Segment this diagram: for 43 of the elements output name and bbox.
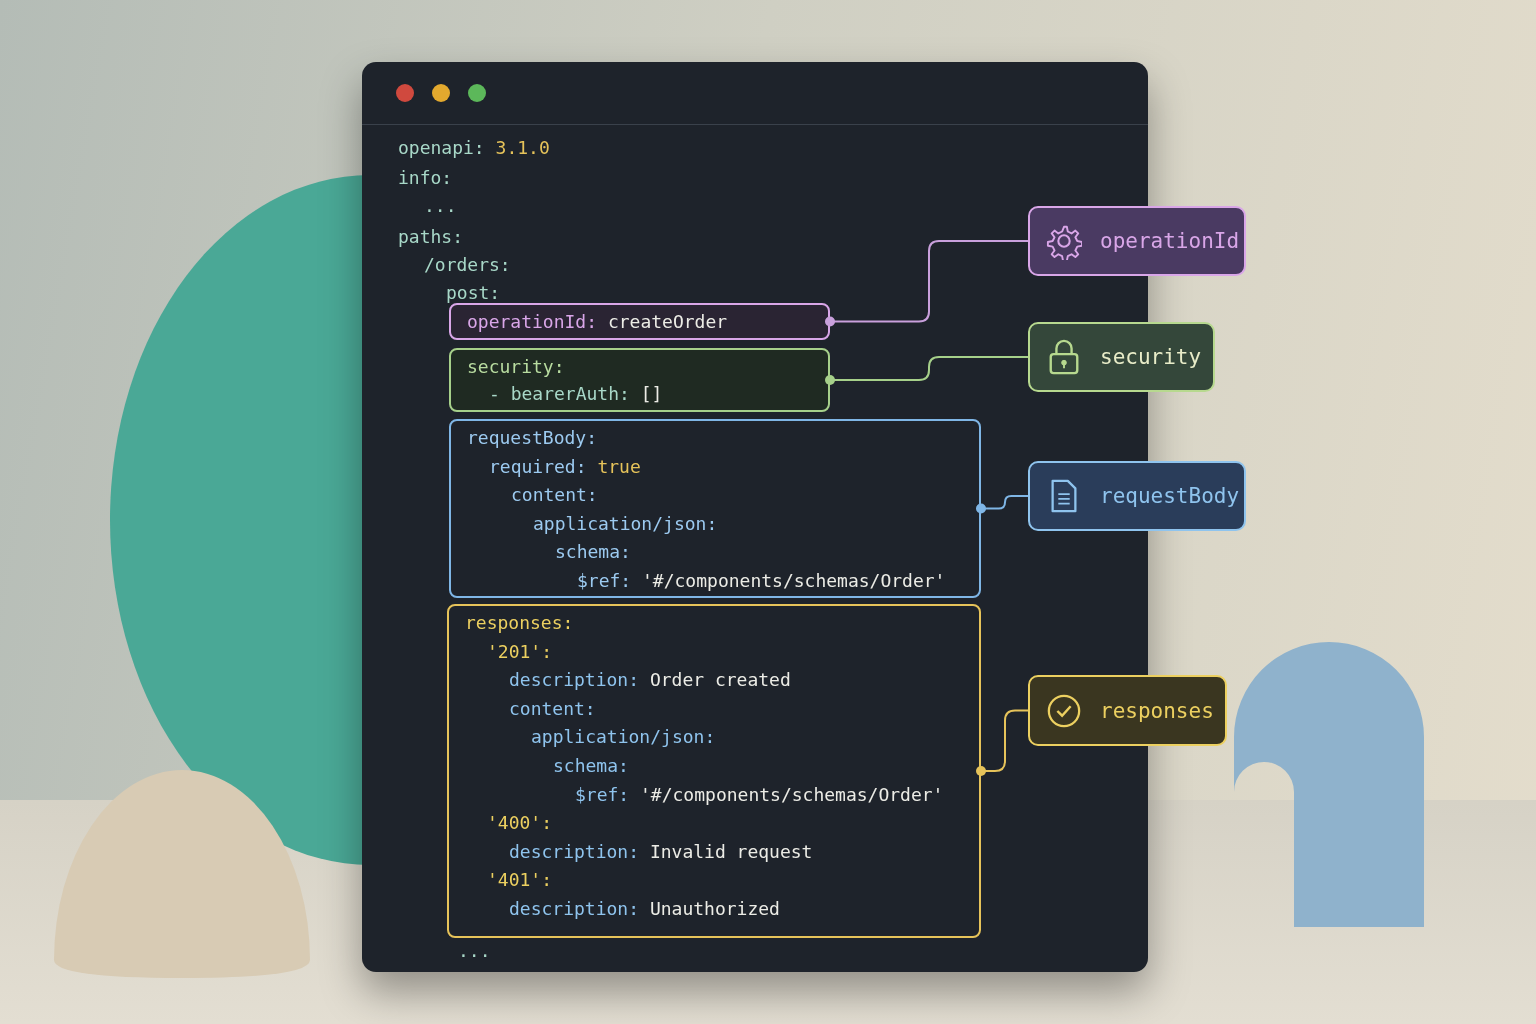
callout-box — [1028, 322, 1215, 392]
code-line: /orders: — [424, 253, 511, 277]
code-line: application/json: — [533, 511, 718, 536]
code-line: operationId: createOrder — [467, 310, 728, 334]
code-line: schema: — [553, 754, 629, 778]
code-line: '400': — [487, 811, 553, 836]
callout-label: security — [1100, 345, 1202, 369]
code-line: '401': — [487, 868, 553, 893]
code-line: description: Unauthorized — [509, 897, 780, 921]
leader-line — [825, 356, 1029, 385]
callout-label: responses — [1100, 698, 1214, 723]
code-line: ... — [424, 194, 457, 218]
code-line: required: true — [489, 454, 641, 479]
code-line: $ref: '#/components/schemas/Order' — [575, 782, 944, 807]
code-line: post: — [446, 281, 501, 305]
highlight-box — [449, 419, 981, 598]
code-line: ... — [458, 939, 491, 963]
callout-label: operationId — [1100, 229, 1240, 253]
code-line: application/json: — [531, 725, 716, 750]
leader-line — [976, 709, 1029, 776]
code-line: security: — [467, 355, 565, 379]
code-line: schema: — [555, 540, 631, 564]
code-line: requestBody: — [467, 426, 598, 450]
code-line: description: Invalid request — [509, 839, 813, 864]
code-line: openapi: 3.1.0 — [398, 136, 550, 160]
highlight-box — [447, 604, 981, 938]
code-line: info: — [398, 166, 453, 190]
callout-box — [1028, 206, 1246, 276]
callout-label: requestBody — [1100, 484, 1240, 508]
code-line: $ref: '#/components/schemas/Order' — [577, 568, 946, 593]
highlight-box — [449, 303, 830, 340]
highlight-box — [449, 348, 830, 412]
callout-box — [1028, 461, 1246, 531]
code-line: - bearerAuth: [] — [489, 382, 663, 406]
code-line: description: Order created — [509, 668, 791, 693]
code-line: content: — [509, 696, 596, 721]
callout-box — [1028, 675, 1227, 746]
code-line: responses: — [465, 611, 574, 635]
code-line: content: — [511, 483, 598, 507]
leader-line — [825, 240, 1029, 327]
code-line: '201': — [487, 639, 553, 664]
code-line: paths: — [398, 225, 464, 249]
leader-line — [976, 495, 1029, 514]
